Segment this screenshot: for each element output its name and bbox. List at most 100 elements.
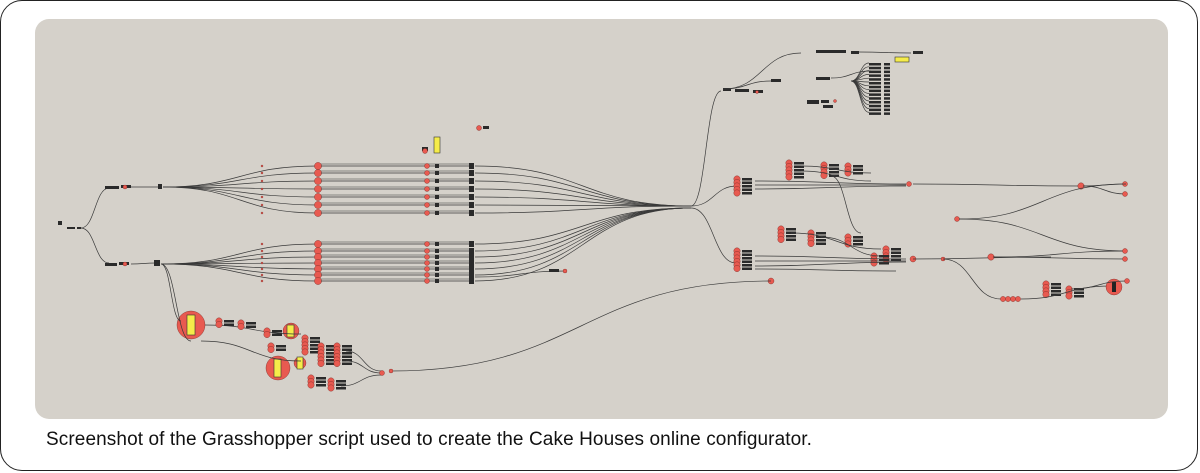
wire — [390, 280, 772, 372]
component — [829, 167, 839, 170]
wire — [1020, 285, 1112, 300]
panel — [296, 356, 304, 370]
component — [154, 260, 160, 266]
wire — [820, 236, 882, 257]
component — [435, 279, 439, 283]
component — [742, 260, 752, 263]
component — [435, 267, 439, 271]
component — [316, 377, 326, 380]
component — [829, 164, 839, 167]
wire — [958, 183, 1127, 220]
wire — [345, 350, 382, 372]
component — [435, 211, 439, 215]
node — [755, 90, 759, 94]
component — [77, 227, 81, 229]
node — [424, 254, 430, 260]
node — [327, 384, 335, 392]
component — [869, 82, 881, 85]
node — [237, 323, 245, 330]
component — [549, 269, 559, 272]
component — [1051, 283, 1061, 286]
component — [884, 112, 890, 115]
component — [316, 380, 326, 383]
component — [884, 74, 890, 77]
component — [435, 203, 439, 207]
component — [884, 89, 890, 93]
node — [260, 255, 264, 259]
component — [884, 108, 890, 112]
node — [807, 240, 815, 247]
component — [469, 202, 474, 208]
wire — [474, 180, 692, 207]
component — [158, 184, 162, 189]
component — [224, 323, 234, 326]
component — [469, 170, 474, 176]
wire — [830, 70, 872, 79]
node — [314, 277, 322, 285]
component — [469, 254, 474, 260]
component — [853, 172, 863, 175]
component — [816, 239, 826, 242]
grasshopper-canvas[interactable] — [35, 19, 1168, 419]
component — [1051, 290, 1061, 293]
node — [314, 209, 322, 217]
component — [435, 261, 439, 265]
wire — [162, 186, 318, 198]
node — [1015, 296, 1021, 302]
wire — [200, 340, 302, 362]
component — [435, 164, 439, 168]
component — [483, 126, 489, 129]
node — [1005, 296, 1011, 302]
node — [260, 249, 264, 253]
component — [879, 258, 889, 261]
component — [326, 359, 336, 362]
component — [786, 238, 796, 241]
component — [869, 97, 881, 100]
component — [326, 352, 336, 355]
wire — [800, 170, 872, 182]
wire — [754, 268, 897, 272]
node — [260, 171, 264, 175]
node — [906, 181, 912, 187]
wire — [160, 243, 318, 265]
component — [310, 351, 320, 354]
wire — [474, 165, 692, 207]
node — [267, 346, 275, 353]
component — [735, 89, 749, 92]
node — [388, 368, 394, 374]
component — [310, 347, 320, 350]
component — [853, 168, 863, 171]
component — [742, 267, 752, 270]
component — [326, 362, 336, 365]
component — [67, 227, 75, 229]
node — [954, 216, 960, 222]
component — [869, 85, 881, 89]
node — [317, 360, 325, 367]
component — [469, 163, 474, 169]
wire — [754, 180, 907, 185]
component — [869, 63, 881, 66]
wire — [160, 263, 318, 276]
component — [869, 104, 881, 108]
node — [424, 272, 430, 278]
component — [469, 260, 474, 266]
component — [851, 51, 859, 54]
component — [272, 330, 282, 333]
component — [435, 242, 439, 246]
component — [742, 192, 752, 195]
node — [260, 273, 264, 277]
wire — [474, 207, 692, 270]
node — [820, 172, 828, 179]
component — [469, 248, 474, 254]
panel-marker — [1112, 282, 1116, 292]
component — [1051, 286, 1061, 289]
node-graph — [58, 50, 1130, 392]
component — [794, 172, 804, 175]
component — [469, 272, 474, 278]
component — [435, 171, 439, 175]
component — [224, 320, 234, 323]
node — [424, 186, 430, 192]
component — [326, 355, 336, 358]
wire — [130, 262, 157, 265]
